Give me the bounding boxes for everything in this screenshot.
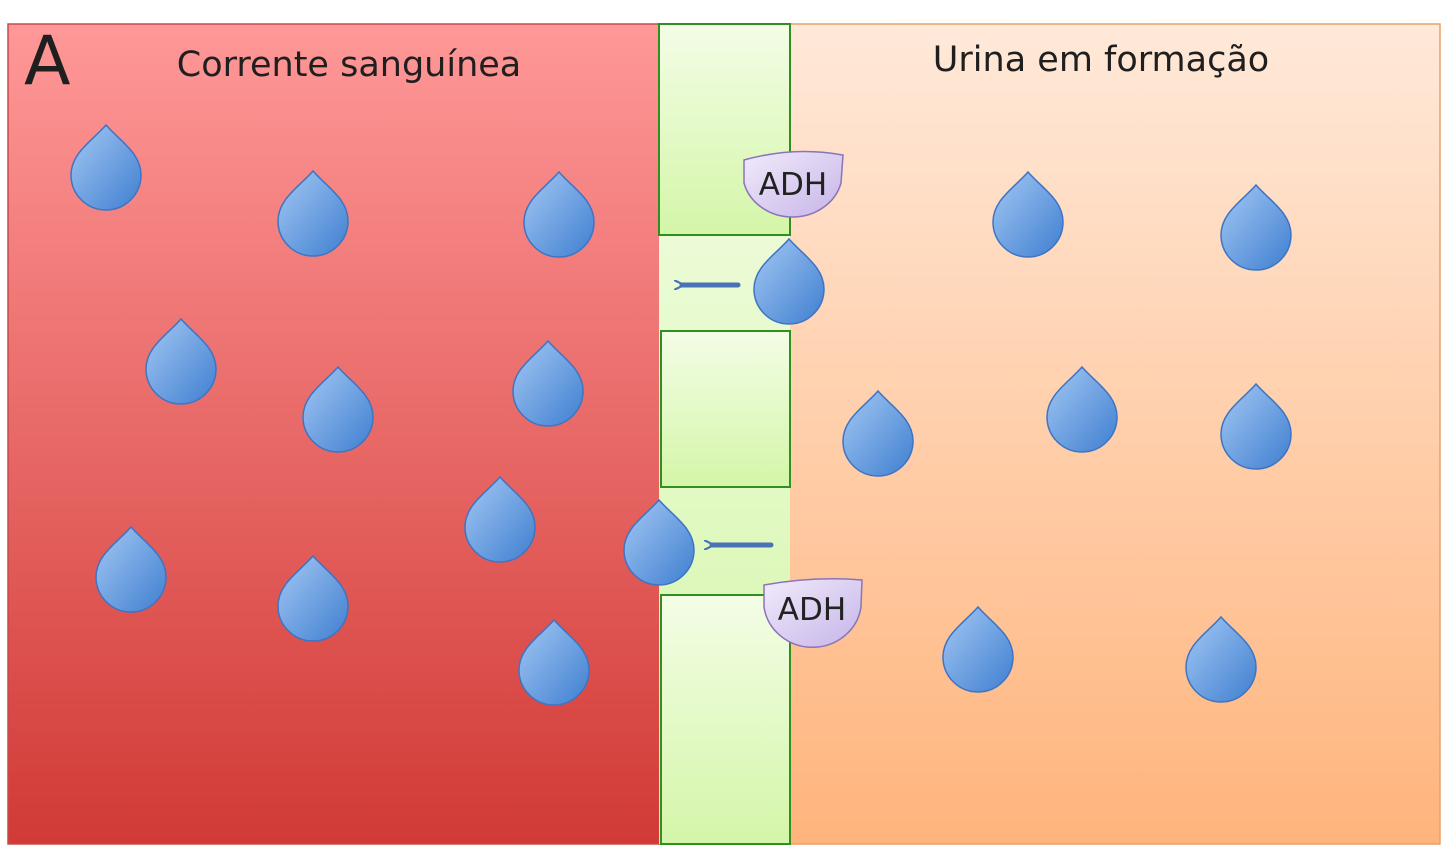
water-drop-icon <box>95 525 167 613</box>
water-drop-icon <box>302 365 374 453</box>
water-drop-icon <box>842 389 914 477</box>
adh-shape <box>743 150 844 218</box>
water-drop-icon <box>992 170 1064 258</box>
adh-shape <box>763 578 863 649</box>
water-drop-icon <box>277 169 349 257</box>
water-drop-icon <box>623 498 695 586</box>
bloodstream-label: Corrente sanguínea <box>177 45 522 85</box>
water-drops <box>70 123 1292 706</box>
water-drop-icon <box>523 170 595 258</box>
water-drop-icon <box>464 475 536 563</box>
membrane-block <box>660 594 791 845</box>
water-drop-icon <box>145 317 217 405</box>
water-drop-icon <box>518 618 590 706</box>
water-drop-icon <box>1220 183 1292 271</box>
water-drop-icon <box>1046 365 1118 453</box>
water-drop-icon <box>70 123 142 211</box>
membrane-block <box>660 330 791 488</box>
water-drop-icon <box>1185 615 1257 703</box>
adh-label: ADH <box>759 167 827 203</box>
urine-label: Urina em formação <box>933 40 1269 80</box>
water-drop-icon <box>753 237 825 325</box>
water-drop-icon <box>942 605 1014 693</box>
panel-letter: A <box>24 22 71 101</box>
water-drop-icon <box>1220 382 1292 470</box>
water-drop-icon <box>512 339 584 427</box>
water-drop-icon <box>277 554 349 642</box>
adh-label: ADH <box>778 592 846 628</box>
